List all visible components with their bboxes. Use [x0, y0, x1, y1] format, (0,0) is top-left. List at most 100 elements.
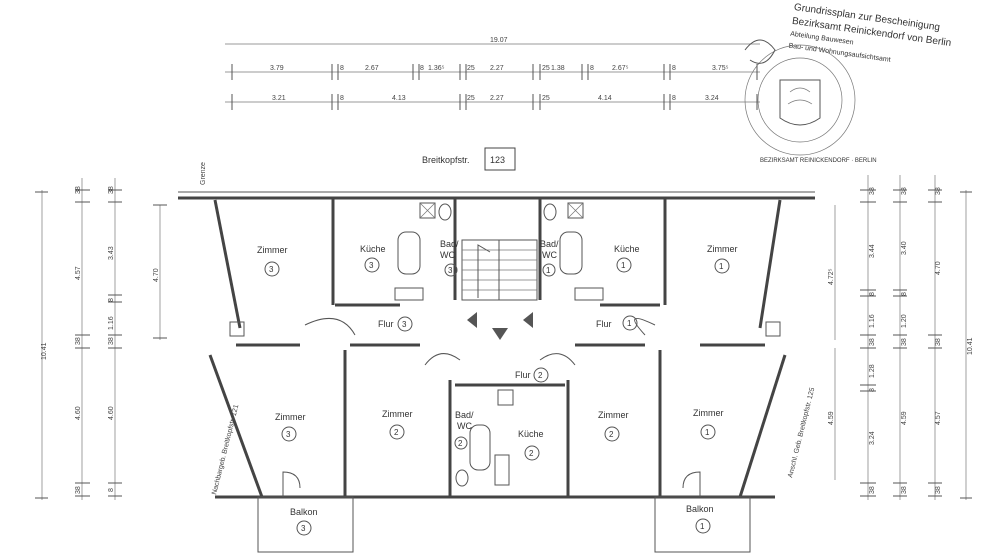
seal-shield-icon	[779, 79, 821, 126]
dim-top-r2-1: 8	[340, 95, 344, 102]
room-unit: 1	[546, 266, 551, 275]
room-unit: 3	[448, 266, 453, 275]
dim-left-total: 10.41	[41, 342, 48, 360]
dim-left-a-2: 38	[75, 337, 82, 345]
room-unit: 1	[621, 261, 626, 270]
dim-top-r1-4: 1.36⁵	[428, 65, 445, 72]
room-label: Balkon	[686, 504, 714, 514]
border-label: Grenze	[200, 162, 207, 185]
stove-icon	[567, 202, 584, 219]
dim-top-total: 19.07	[490, 37, 508, 44]
dim-top-r2-3: 25	[467, 95, 475, 102]
room-unit: 2	[538, 371, 543, 380]
dim-left-side: 4.70	[153, 268, 160, 282]
room-unit: 3	[269, 265, 274, 274]
seal-text: BEZIRKSAMT REINICKENDORF · BERLIN	[760, 158, 877, 164]
dim-right-c-3: 1.20	[901, 314, 908, 328]
street-name: Breitkopfstr.	[422, 155, 470, 165]
bathtub-icon	[469, 424, 491, 471]
stamp-dept2: Bau- und Wohnungsaufsichtsamt	[788, 43, 891, 64]
dim-right-c-2: 8	[901, 292, 908, 296]
dim-top-r2-6: 4.14	[598, 95, 612, 102]
dim-right-c-4: 38	[901, 338, 908, 346]
dim-left-a-3: 4.60	[75, 406, 82, 420]
stove-icon	[497, 389, 514, 406]
room-label: Küche	[360, 244, 386, 254]
staircase	[461, 239, 538, 340]
official-stamp: Grundrissplan zur Bescheinigung Bezirksa…	[788, 2, 952, 64]
dim-right-c-1: 3.40	[901, 241, 908, 255]
room-label: Zimmer	[693, 408, 724, 418]
dim-left-a-1: 4.57	[75, 266, 82, 280]
dim-left-b-2: 8	[108, 298, 115, 302]
dim-right-b-2: 8	[869, 292, 876, 296]
room-label: Küche	[518, 429, 544, 439]
bathtub-icon	[559, 231, 583, 275]
dim-top-r1-0: 3.79	[270, 65, 284, 72]
kitchen-counter-icon	[494, 454, 510, 486]
street-number: 123	[490, 155, 505, 165]
room-unit: 2	[529, 449, 534, 458]
room-label: WC	[440, 250, 455, 260]
dim-right-b-4: 38	[869, 338, 876, 346]
dim-top-r1-5: 25	[467, 65, 475, 72]
door-swing-icon	[282, 471, 301, 497]
dim-top-r1-3: 8	[420, 65, 424, 72]
room-label: WC	[542, 250, 557, 260]
dim-right-c-6: 38	[901, 486, 908, 494]
dim-top-r1-8: 1.38	[551, 65, 565, 72]
dim-right-b-7: 3.24	[869, 431, 876, 445]
arrow-right-icon	[523, 312, 533, 328]
room-unit: 3	[369, 261, 374, 270]
signature-scribble	[744, 39, 776, 64]
room-unit: 3	[286, 430, 291, 439]
room-label: WC	[457, 421, 472, 431]
room-unit: 2	[394, 428, 399, 437]
room-unit: 1	[627, 319, 632, 328]
room-label: Küche	[614, 244, 640, 254]
dim-top-r1-2: 2.67	[365, 65, 379, 72]
dim-right-total: 10.41	[967, 337, 974, 355]
door-swing-icon	[682, 471, 701, 497]
dim-right-b-3: 1.16	[869, 314, 876, 328]
dim-left-a-4: 38	[75, 486, 82, 494]
dim-right-c-5: 4.59	[901, 411, 908, 425]
room-label: Zimmer	[707, 244, 738, 254]
room-unit: 1	[700, 522, 705, 531]
dim-top-r2-4: 2.27	[490, 95, 504, 102]
kitchen-counter-icon	[394, 287, 424, 301]
bathtub-icon	[397, 231, 421, 275]
chimney-icon	[765, 321, 781, 337]
dim-right-a-1: 4.70	[935, 261, 942, 275]
dim-right-a-3: 4.57	[935, 411, 942, 425]
dim-left-b-1: 3.43	[108, 246, 115, 260]
stove-icon	[419, 202, 436, 219]
dim-right-a-0: 38	[935, 187, 942, 195]
dim-right-c-0: 38	[901, 187, 908, 195]
dim-right-b-6: 8	[869, 388, 876, 392]
dim-right-a-2: 38	[935, 338, 942, 346]
kitchen-counter-icon	[574, 287, 604, 301]
room-unit: 2	[458, 439, 463, 448]
dim-right-b-1: 3.44	[869, 244, 876, 258]
dim-top-r1-12: 3.75⁵	[712, 65, 729, 72]
dim-left-b-5: 4.60	[108, 406, 115, 420]
dim-right-b-8: 38	[869, 486, 876, 494]
fixtures	[229, 202, 781, 497]
room-label: Bad/	[455, 410, 474, 420]
dim-right-b-5: 1.28	[869, 364, 876, 378]
toilet-icon	[455, 469, 469, 487]
dim-top-r1-11: 8	[672, 65, 676, 72]
building-walls	[178, 191, 815, 553]
right-dimension-lines: 38 3.44 8 1.16 38 1.28 8 3.24 38 38 3.40…	[828, 175, 974, 500]
room-label: Zimmer	[598, 410, 629, 420]
dim-top-r1-6: 2.27	[490, 65, 504, 72]
dim-top-r2-7: 8	[672, 95, 676, 102]
room-labels: Zimmer 3 Küche 3 Bad/ WC 3 Flur 3 Bad/ W…	[257, 239, 738, 536]
room-label: Balkon	[290, 507, 318, 517]
dim-left-b-3: 1.16	[108, 316, 115, 330]
dim-top-r1-1: 8	[340, 65, 344, 72]
arrow-left-icon	[467, 312, 477, 328]
dim-top-r2-2: 4.13	[392, 95, 406, 102]
